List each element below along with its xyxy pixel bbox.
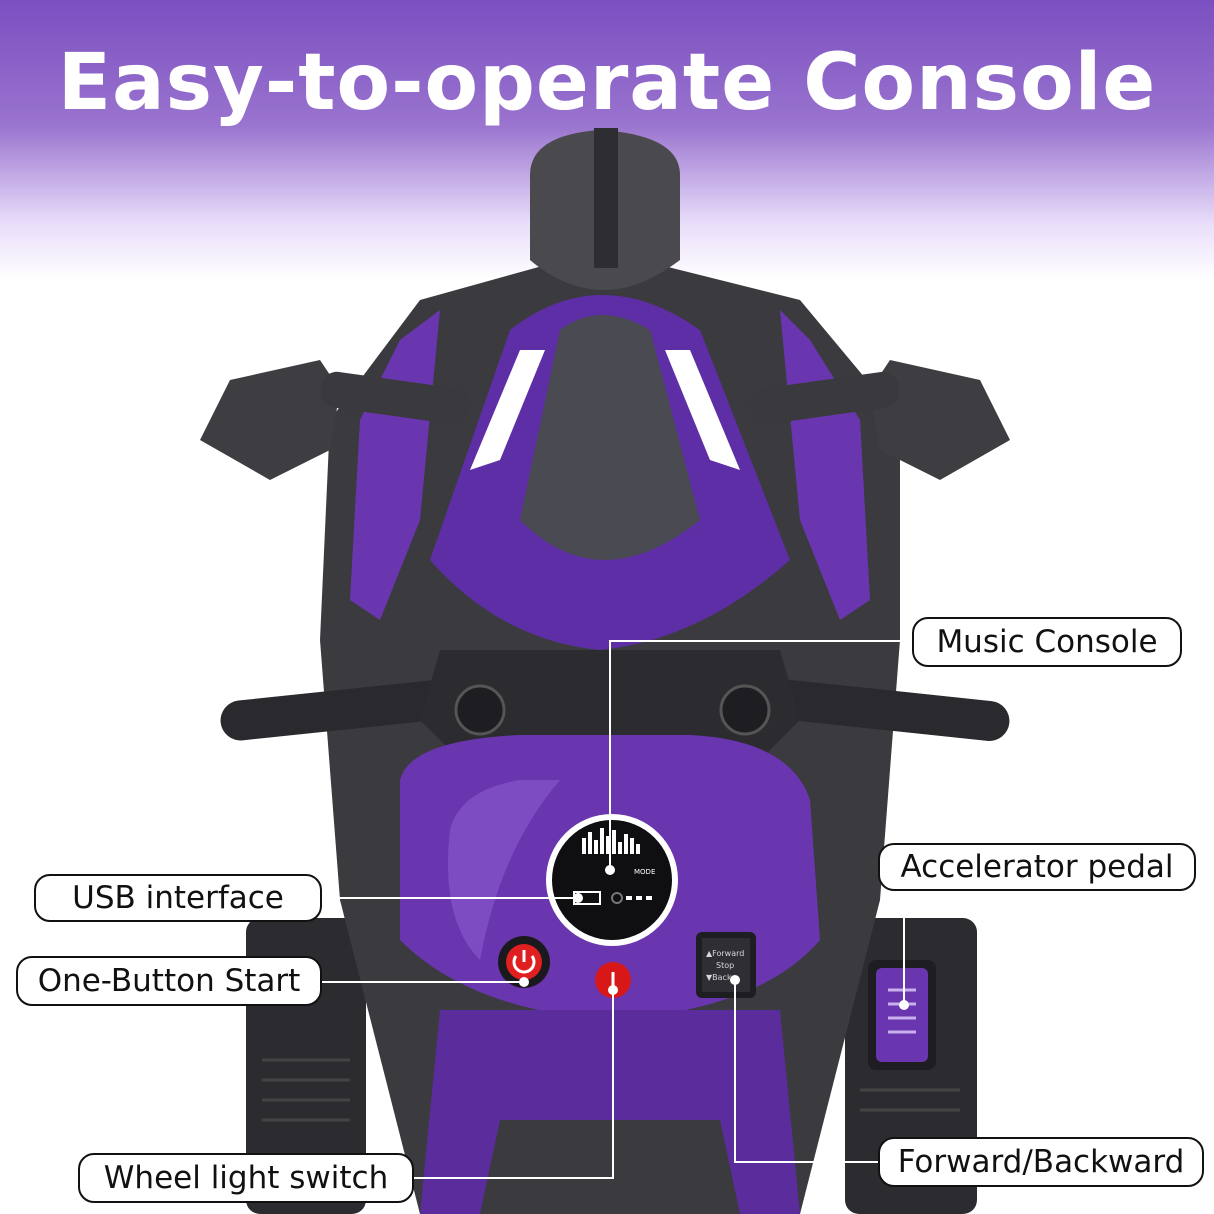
left-handlebar <box>220 679 460 741</box>
left-mirror <box>200 360 340 480</box>
callout-music-console: Music Console <box>912 617 1182 667</box>
right-handlebar <box>760 679 1010 741</box>
accelerator-pedal <box>876 968 928 1062</box>
switch-stop-label: Stop <box>716 961 734 970</box>
callout-wheel-light-switch: Wheel light switch <box>78 1153 414 1203</box>
switch-forward-label: ▲Forward <box>706 949 744 958</box>
callout-accelerator-pedal: Accelerator pedal <box>878 843 1196 891</box>
fwd-leader-line <box>734 980 878 1163</box>
wheel-leader-line <box>414 990 614 1179</box>
switch-back-label: ▼Back <box>706 973 732 982</box>
callout-usb-interface: USB interface <box>34 874 322 922</box>
callout-one-button-start: One-Button Start <box>16 956 322 1006</box>
callout-forward-backward: Forward/Backward <box>878 1137 1204 1187</box>
usb-port <box>611 892 623 904</box>
display-mode-label: MODE <box>634 868 655 876</box>
page-title: Easy-to-operate Console <box>57 38 1157 128</box>
right-mirror <box>870 360 1010 480</box>
music-leader-line <box>609 640 912 870</box>
